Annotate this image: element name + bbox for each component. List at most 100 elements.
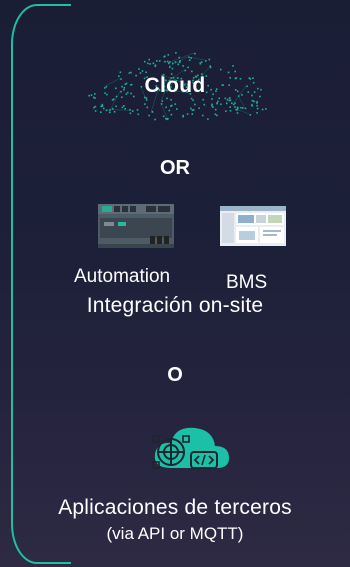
cloud-dot	[130, 71, 132, 74]
cloud-dot	[182, 115, 184, 118]
cloud-dot	[118, 75, 120, 77]
cloud-dot	[105, 109, 108, 112]
cloud-dot	[128, 72, 131, 74]
cloud-link	[190, 56, 206, 61]
cloud-dot	[247, 91, 250, 93]
cloud-dot	[171, 67, 174, 70]
cloud-dot	[172, 76, 175, 79]
cloud-dot	[194, 75, 197, 78]
cloud-dot	[192, 77, 195, 79]
cloud-dot	[226, 98, 229, 101]
cloud-dot	[229, 110, 232, 112]
cloud-dot	[207, 118, 209, 120]
cloud-link	[225, 97, 230, 103]
cloud-dot	[92, 96, 95, 99]
cloud-dot	[209, 66, 212, 69]
cloud-dot	[260, 88, 262, 91]
cloud-dot	[100, 105, 102, 108]
cloud-dot	[146, 106, 149, 109]
cloud-dot	[234, 89, 237, 91]
cloud-dot	[175, 80, 177, 82]
cloud-dot	[105, 85, 108, 88]
cloud-dot	[102, 107, 105, 110]
cloud-dot	[162, 73, 165, 76]
cloud-dot	[166, 60, 169, 63]
cloud-dot	[162, 115, 165, 118]
cloud-dot	[185, 86, 188, 88]
cloud-dot	[228, 84, 230, 86]
cloud-dot	[111, 99, 114, 101]
cloud-dot	[130, 84, 132, 86]
cloud-dot	[151, 110, 154, 113]
cloud-dot	[217, 100, 219, 103]
automation-label: Automation	[74, 266, 171, 287]
cloud-dot	[259, 95, 261, 98]
cloud-link	[105, 109, 132, 111]
cloud-dot	[261, 108, 264, 111]
cloud-dot	[100, 111, 102, 113]
cloud-dot	[251, 99, 254, 102]
cloud-link	[167, 52, 195, 63]
cloud-dot	[93, 106, 95, 109]
cloud-dot	[186, 113, 189, 115]
automation-controller-image	[98, 204, 174, 248]
cloud-dot	[189, 93, 192, 95]
cloud-dot	[123, 87, 126, 89]
cloud-dot	[168, 62, 170, 65]
cloud-link	[161, 86, 168, 101]
cloud-dot	[234, 106, 236, 108]
cloud-dot	[244, 107, 247, 110]
cloud-link	[233, 85, 247, 103]
cloud-dot	[256, 101, 258, 103]
cloud-dot	[106, 93, 108, 96]
cloud-dot	[94, 105, 97, 108]
cloud-dot	[155, 85, 157, 88]
cloud-dot	[256, 102, 258, 104]
cloud-dot	[167, 86, 169, 89]
cloud-dot	[88, 94, 90, 97]
cloud-dot	[156, 60, 158, 62]
cloud-dot	[211, 98, 213, 100]
cloud-dot	[170, 73, 173, 75]
cloud-dot	[208, 58, 211, 61]
cloud-dot	[227, 71, 230, 74]
cloud-dot	[124, 107, 126, 110]
cloud-dot	[169, 61, 171, 63]
cloud-dot	[242, 107, 244, 109]
cloud-dot	[154, 65, 157, 68]
cloud-dot	[236, 112, 239, 114]
cloud-dot	[229, 99, 232, 102]
cloud-dot	[210, 88, 212, 91]
cloud-dot	[215, 88, 218, 90]
bms-label: BMS	[226, 272, 268, 293]
cloud-dot	[160, 103, 163, 105]
cloud-dot	[192, 109, 195, 111]
cloud-dot	[231, 102, 233, 104]
cloud-dot	[192, 79, 194, 82]
cloud-link	[251, 100, 257, 106]
cloud-dot	[169, 88, 171, 90]
cloud-dot	[218, 97, 220, 100]
cloud-dot	[103, 87, 106, 89]
cloud-link	[163, 89, 190, 94]
cloud-dot	[180, 77, 183, 80]
cloud-dot	[229, 97, 231, 99]
cloud-dot	[252, 81, 255, 84]
cloud-dot	[123, 105, 125, 107]
cloud-dot	[174, 103, 177, 105]
cloud-dot	[220, 68, 222, 71]
cloud-dot	[202, 98, 204, 101]
cloud-dot	[164, 60, 166, 63]
cloud-dot	[90, 94, 93, 96]
cloud-dot	[180, 87, 183, 89]
cloud-dot	[111, 107, 114, 110]
cloud-link	[151, 88, 159, 111]
cloud-dot	[205, 91, 208, 94]
cloud-dot	[215, 90, 217, 92]
cloud-dot	[256, 104, 258, 107]
cloud-dot	[154, 118, 156, 121]
cloud-dot	[237, 107, 239, 110]
bms-software-screenshot	[220, 206, 286, 246]
cloud-dot	[158, 60, 161, 62]
